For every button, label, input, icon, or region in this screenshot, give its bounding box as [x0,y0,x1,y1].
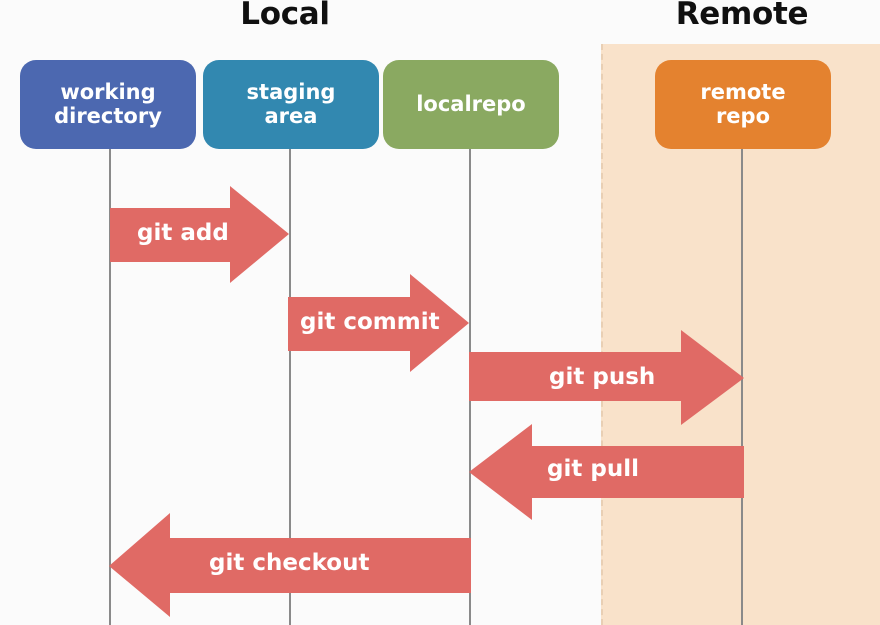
arrow-git-push [469,330,744,426]
arrow-label-git-pull: git pull [547,456,639,482]
arrow-label-git-push: git push [549,364,656,390]
arrow-git-add [110,186,289,284]
arrow-git-checkout [109,513,471,618]
section-title-local: Local [240,0,330,32]
lifeline-staging-area [289,140,291,625]
node-localrepo[interactable]: localrepo [383,60,559,149]
node-remote-repo[interactable]: remote repo [655,60,831,149]
arrow-git-commit [288,274,469,373]
arrow-label-git-add: git add [137,220,229,246]
section-title-remote: Remote [675,0,809,32]
lifeline-remote-repo [741,140,743,625]
node-working-directory[interactable]: working directory [20,60,196,149]
arrow-git-pull [469,424,744,521]
node-staging-area[interactable]: staging area [203,60,379,149]
arrow-label-git-commit: git commit [300,309,440,335]
lifeline-working-directory [109,140,111,625]
arrow-label-git-checkout: git checkout [209,550,370,576]
